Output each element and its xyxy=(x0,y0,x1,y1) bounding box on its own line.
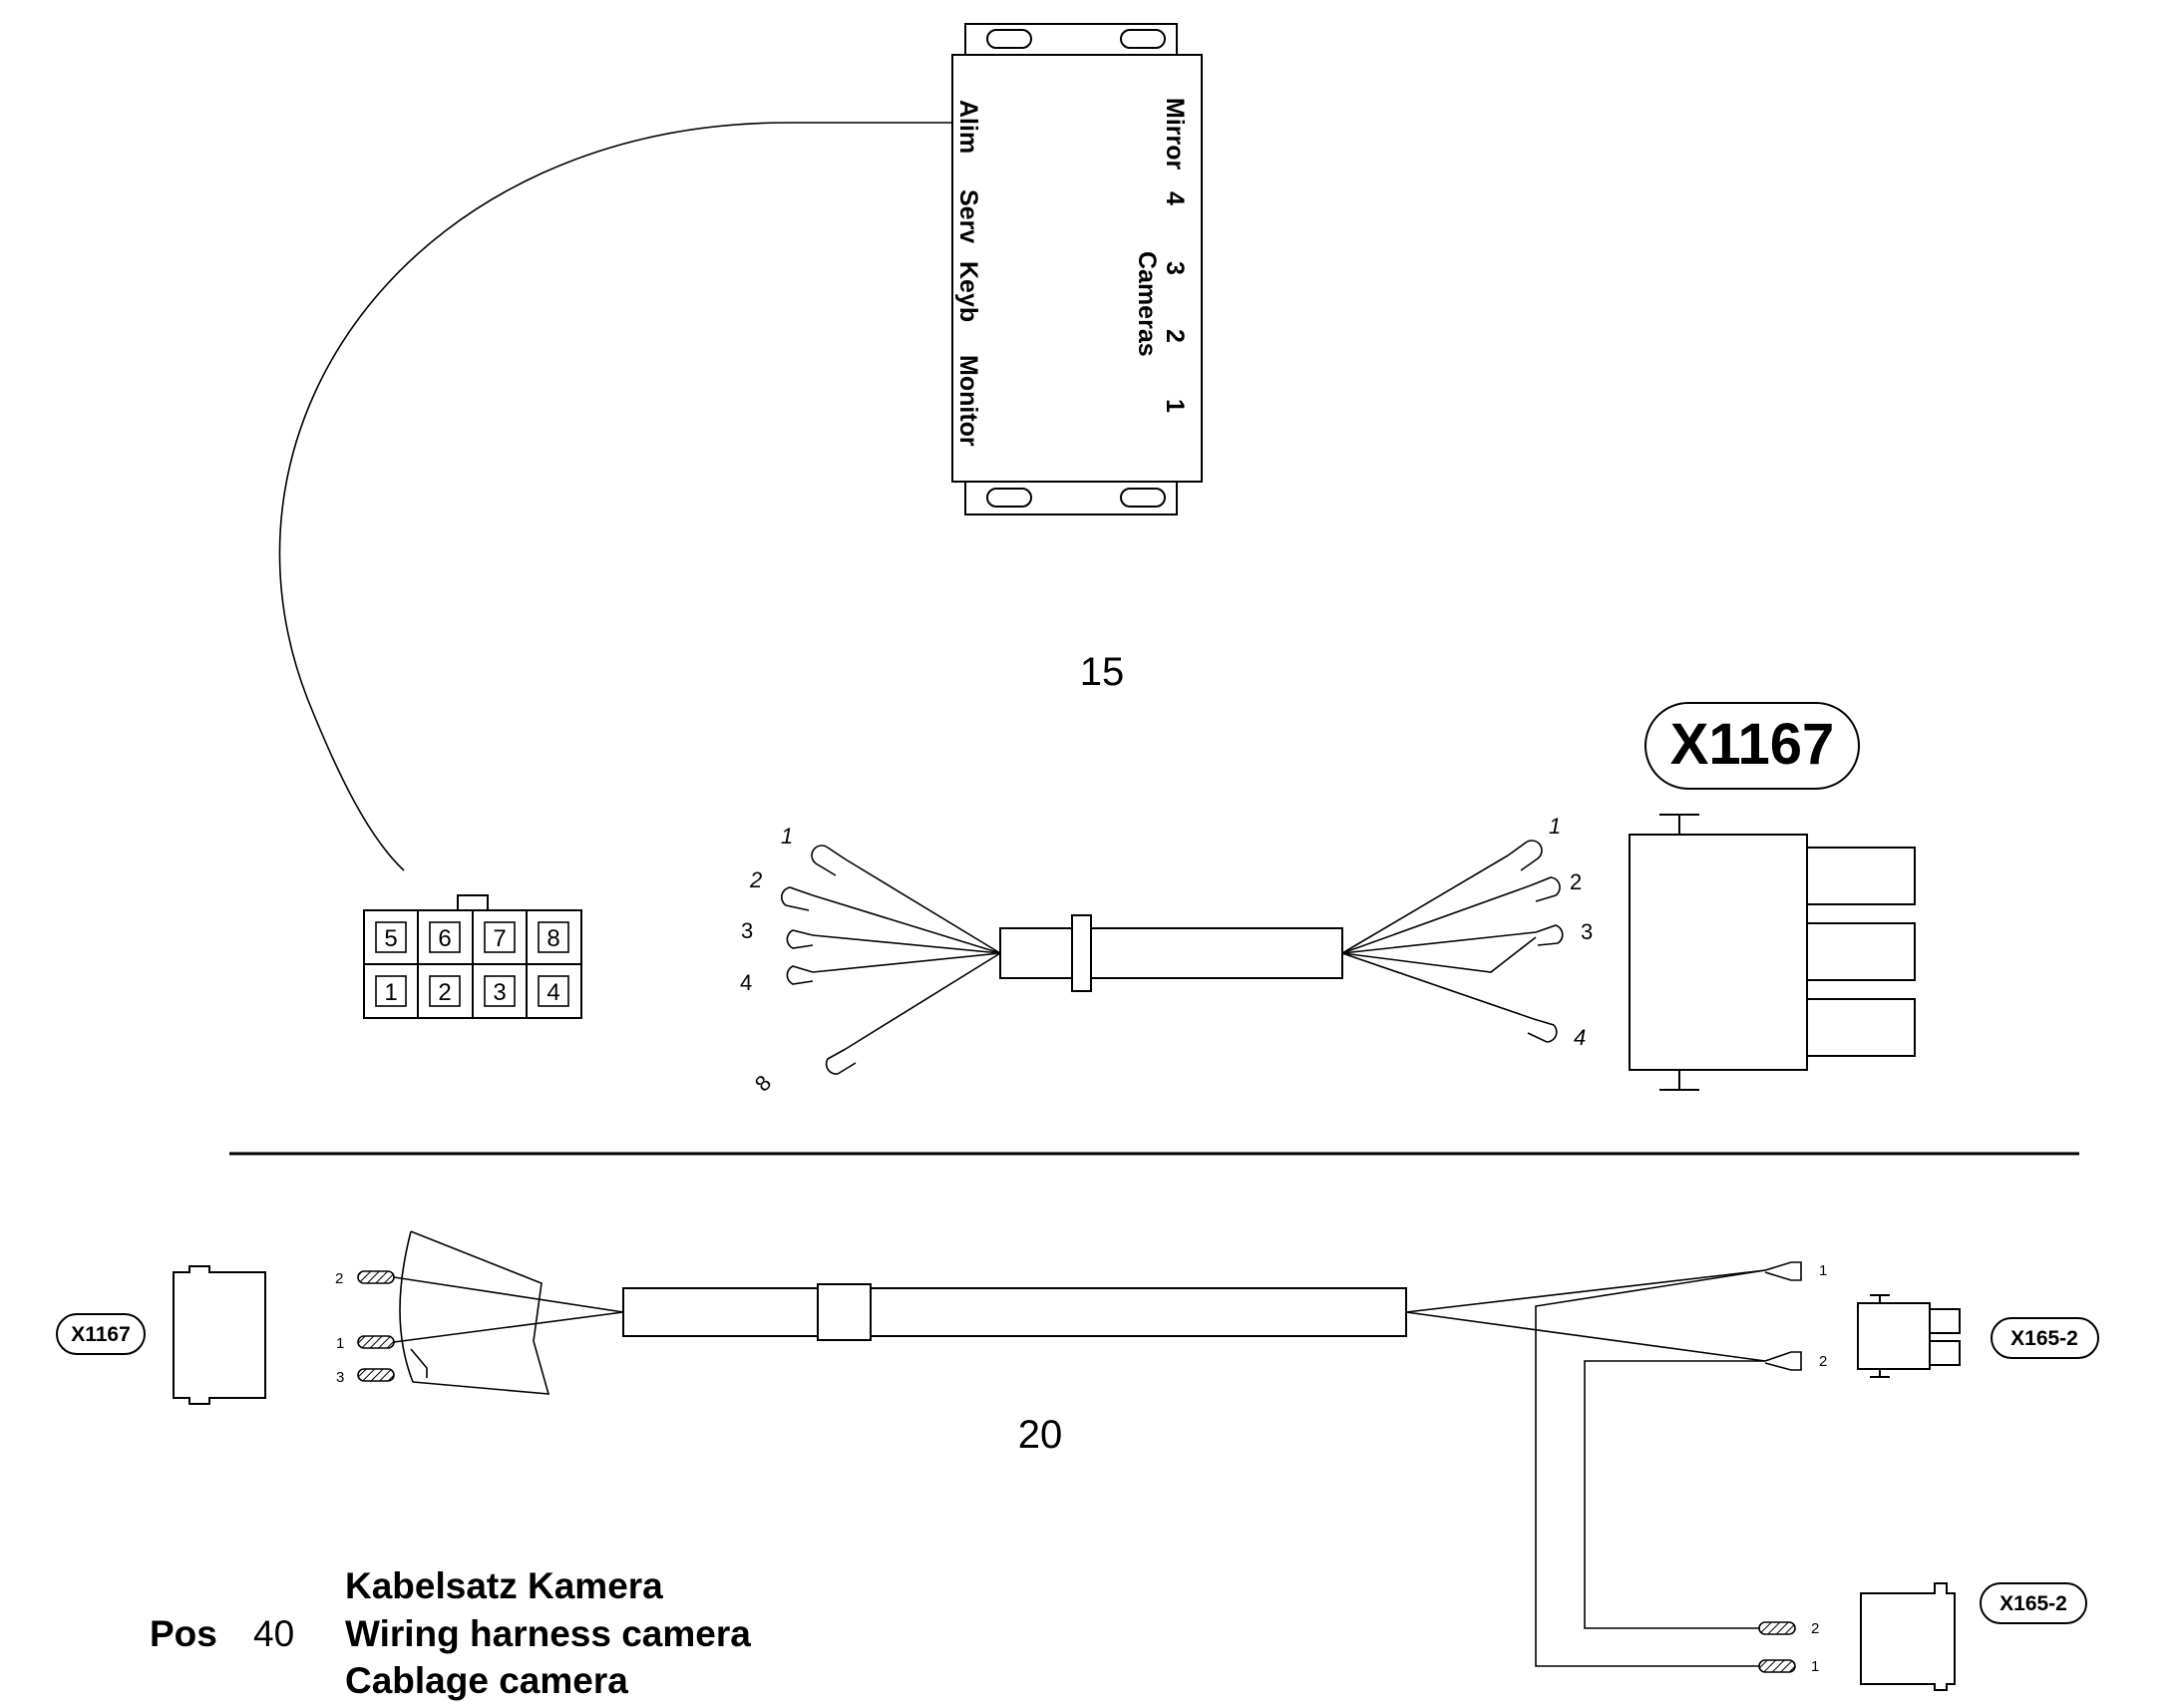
cavity-6: 6 xyxy=(438,925,451,952)
port-label-serv: Serv xyxy=(954,189,982,243)
harness-sheath xyxy=(999,927,1343,979)
connector-x1167-body xyxy=(1629,834,1808,1071)
pos-number: 40 xyxy=(253,1613,294,1654)
right-pin-3: 3 xyxy=(1581,919,1593,944)
camera-port-3: 3 xyxy=(1161,261,1189,275)
terminal-pin-3 xyxy=(357,1368,395,1382)
harness-15: 1 2 3 4 8 1 2 3 4 X1167 xyxy=(740,702,1916,1097)
harness-clip xyxy=(1071,914,1092,992)
part-number-15: 15 xyxy=(1080,650,1125,694)
right-connector-tag xyxy=(1991,1317,2099,1359)
terminal-pin-3 xyxy=(786,929,814,949)
right-connector-label: X165-2 xyxy=(2010,1327,2078,1350)
right-pin-1: 1 xyxy=(1549,814,1561,839)
port-label-alim: Alim xyxy=(954,100,982,154)
left-pin-3: 3 xyxy=(336,1369,344,1386)
title-fr: Cablage camera xyxy=(345,1660,628,1701)
left-connector-tag xyxy=(56,1313,146,1355)
port-label-monitor: Monitor xyxy=(954,355,982,447)
terminal-pin-1 xyxy=(1758,1659,1796,1673)
port-label-keyb: Keyb xyxy=(954,261,982,322)
connector-x1167-tag xyxy=(1644,702,1860,790)
camera-port-1: 1 xyxy=(1161,399,1189,413)
left-pin-8: 8 xyxy=(750,1070,776,1096)
cavity-3: 3 xyxy=(493,979,506,1006)
terminal-pin-8 xyxy=(825,1048,857,1075)
camera-control-module: Alim Serv Keyb Monitor Mirror 4 3 2 1 Ca… xyxy=(951,23,1203,515)
bottom-pin-2: 2 xyxy=(1811,1620,1819,1637)
cavity-8: 8 xyxy=(546,925,559,952)
terminal-pin-4 xyxy=(1527,1018,1558,1043)
cavity-7: 7 xyxy=(493,925,506,952)
title-en: Wiring harness camera xyxy=(345,1613,751,1654)
connector-x1167-label: X1167 xyxy=(1670,712,1835,777)
terminal-pin-1 xyxy=(1764,1261,1802,1281)
cavity-1: 1 xyxy=(384,979,397,1006)
cavity-4: 4 xyxy=(546,979,559,1006)
left-pin-4: 4 xyxy=(740,970,752,995)
camera-port-2: 2 xyxy=(1161,329,1189,343)
mounting-slot xyxy=(986,488,1032,508)
cavity-5: 5 xyxy=(384,925,397,952)
pos-label: Pos xyxy=(150,1613,217,1654)
terminal-pin-1 xyxy=(1507,840,1543,871)
connector-8pin: 5 6 7 8 1 2 3 4 xyxy=(363,894,582,1019)
harness-20: X1167 2 1 3 1 2 xyxy=(56,1230,2099,1691)
left-connector-label: X1167 xyxy=(71,1323,131,1346)
power-cable xyxy=(278,122,952,871)
terminal-pin-1 xyxy=(811,845,847,876)
mounting-slot xyxy=(1120,29,1166,49)
terminal-pin-4 xyxy=(786,965,814,985)
harness-boot xyxy=(410,1230,550,1395)
terminal-pin-2 xyxy=(1758,1621,1796,1635)
port-label-mirror: Mirror xyxy=(1161,98,1189,171)
left-pin-2: 2 xyxy=(335,1270,343,1287)
harness-sheath xyxy=(622,1287,1407,1337)
cavity-2: 2 xyxy=(438,979,451,1006)
bottom-connector-body xyxy=(1860,1582,1956,1691)
right-pin-1: 1 xyxy=(1819,1262,1827,1279)
right-pin-2: 2 xyxy=(1570,869,1582,894)
terminal-pin-1 xyxy=(357,1335,395,1349)
bottom-connector-label: X165-2 xyxy=(1999,1592,2067,1615)
terminal-pin-3 xyxy=(1535,924,1564,946)
title-de: Kabelsatz Kamera xyxy=(345,1565,663,1606)
left-pin-2: 2 xyxy=(749,867,762,892)
part-number-20: 20 xyxy=(1018,1413,1063,1457)
right-connector-body xyxy=(1857,1302,1931,1370)
terminal-pin-2 xyxy=(1530,876,1561,902)
left-pin-1: 1 xyxy=(781,824,793,849)
left-pin-3: 3 xyxy=(741,918,753,943)
left-pin-1: 1 xyxy=(336,1335,344,1352)
mounting-slot xyxy=(986,29,1032,49)
camera-port-4: 4 xyxy=(1161,191,1189,205)
right-pin-2: 2 xyxy=(1819,1353,1827,1370)
terminal-pin-2 xyxy=(357,1270,395,1284)
title-block: Pos 40 Kabelsatz Kamera Wiring harness c… xyxy=(150,1565,751,1701)
cameras-label: Cameras xyxy=(1133,251,1161,357)
right-pin-4: 4 xyxy=(1574,1025,1586,1050)
bottom-pin-1: 1 xyxy=(1811,1658,1819,1675)
mounting-slot xyxy=(1120,488,1166,508)
terminal-pin-2 xyxy=(1764,1351,1802,1371)
left-connector-body xyxy=(173,1265,266,1405)
bottom-connector-tag xyxy=(1980,1582,2087,1624)
terminal-pin-2 xyxy=(781,886,814,911)
module-body xyxy=(951,54,1203,483)
harness-clip xyxy=(817,1283,872,1341)
